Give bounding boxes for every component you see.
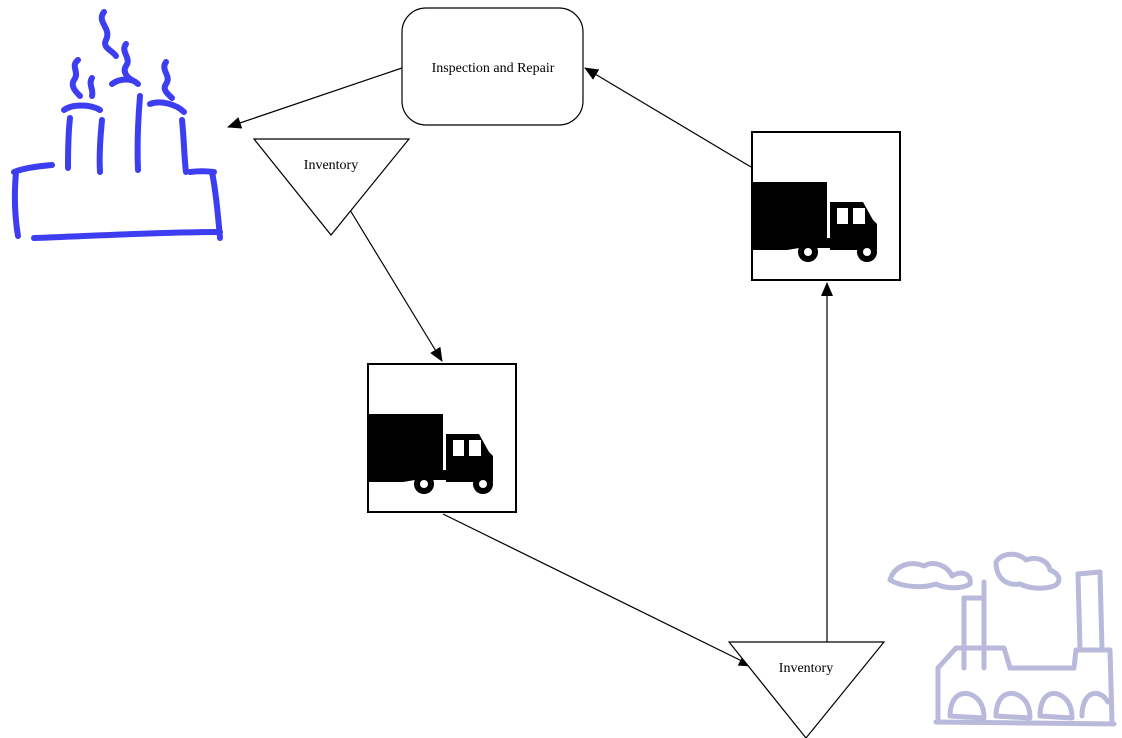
inventory-bottom-label: Inventory <box>779 661 833 676</box>
inventory-bottom-node[interactable]: Inventory <box>727 641 886 738</box>
truck-right-node[interactable] <box>751 131 901 281</box>
factory-lavender-icon <box>887 551 1117 727</box>
edges <box>227 67 833 667</box>
inspection-repair-label: Inspection and Repair <box>432 61 555 76</box>
factory-blue-icon <box>11 9 223 241</box>
edge-inventory-to-truck <box>349 209 443 362</box>
edge-truck-to-inspection <box>584 67 752 168</box>
inspection-repair-node[interactable]: Inspection and Repair <box>401 7 584 126</box>
inventory-top-label: Inventory <box>304 158 358 173</box>
edge-inspection-to-factory <box>227 67 403 129</box>
edge-truck-to-inventory <box>442 513 753 667</box>
truck-left-node[interactable] <box>367 363 517 513</box>
inventory-top-node[interactable]: Inventory <box>252 138 411 236</box>
